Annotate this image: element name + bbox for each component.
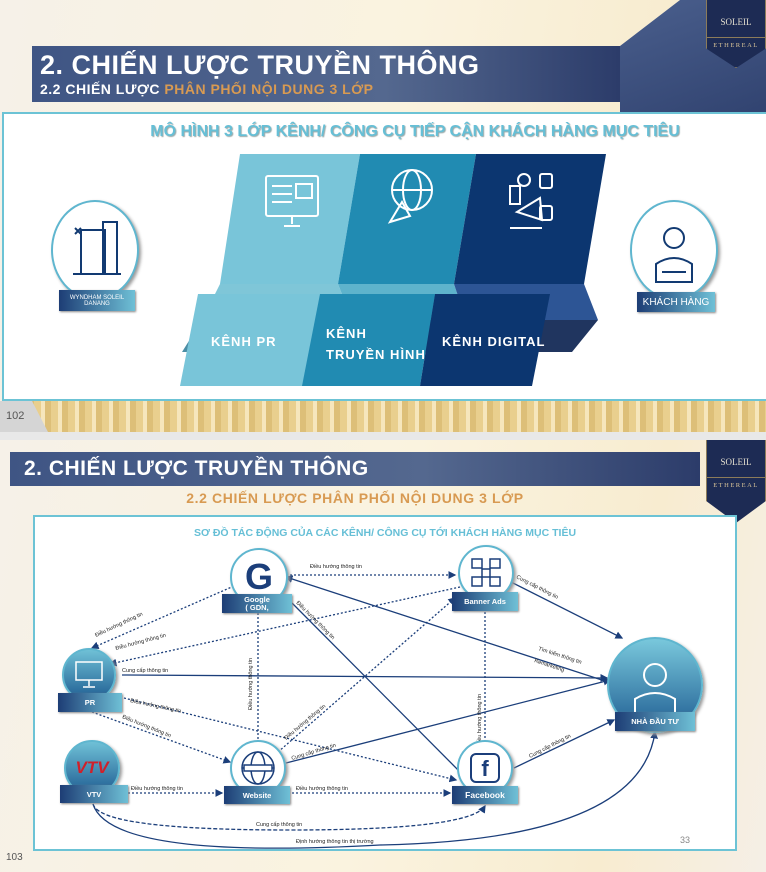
subtitle-prefix: 2.2 CHIẾN LƯỢC [40,81,161,97]
edge-vtv-investor [92,730,658,849]
edge-pr-investor [121,674,609,682]
edge-pr-facebook [123,697,458,783]
page-title: 2. CHIẾN LƯỢC TRUYỀN THÔNG [40,50,480,80]
node-website: Website [224,786,290,804]
panel-title: MÔ HÌNH 3 LỚP KÊNH/ CÔNG CỤ TIẾP CẬN KHÁ… [150,123,680,140]
google-label: Google [244,594,270,604]
label-facebook-investor: Cung cấp thông tin [528,733,572,759]
node-pr: PR [58,693,122,712]
label-website-banner: Điều hướng thông tin [283,704,327,742]
page-number: 103 [6,852,23,863]
edge-banner-investor [506,579,624,639]
channel-label-tv: KÊNH TRUYỀN HÌNH [326,323,426,365]
node-investor: NHÀ ĐẦU TƯ [615,712,695,731]
node-banner-ads: Banner Ads [452,592,518,611]
layer-tv-top [338,154,476,284]
label-banner-facebook: Điều hướng thông tin [477,694,483,746]
customer-icon [630,200,718,300]
social-media-icon [509,173,553,229]
customer-label: KHÁCH HÀNG [637,292,715,312]
node-facebook: Facebook [452,786,518,804]
label-google-banner: Điều hướng thông tin [310,564,362,570]
panel-title: SƠ ĐỒ TÁC ĐỘNG CỦA CÁC KÊNH/ CÔNG CỤ TỚI… [194,526,576,539]
node-google: Google( GDN, [222,594,292,613]
source-label-line1: WYNDHAM SOLEIL [69,294,125,301]
title-banner: 2. CHIẾN LƯỢC TRUYỀN THÔNG [10,452,700,486]
page-number: 102 [6,410,25,422]
label-google-pr: Điều hướng thông tin [94,611,144,638]
logo-name: SOLEIL [720,17,752,27]
edge-investor-google [284,575,609,683]
title-banner: 2. CHIẾN LƯỢC TRUYỀN THÔNG 2.2 CHIẾN LƯỢ… [32,46,620,102]
page-title: 2. CHIẾN LƯỢC TRUYỀN THÔNG [24,457,369,480]
channel-label-digital: KÊNH DIGITAL [442,334,546,349]
layer-digital-bottom [420,294,550,386]
label-vtv-facebook: Cung cấp thông tin [256,822,302,828]
content-panel: MÔ HÌNH 3 LỚP KÊNH/ CÔNG CỤ TIẾP CẬN KHÁ… [2,112,766,401]
logo-tagline: ETHEREAL [707,37,765,49]
label-vtv-website: Điều hướng thông tin [131,786,183,792]
label-vtv-investor: Định hướng thông tin thị trường [296,839,374,845]
label-website-facebook: Điều hướng thông tin [296,786,348,792]
edge-website-banner [277,597,456,753]
label-google-facebook: Điều hướng thông tin [295,600,336,641]
hotel-building-icon [51,200,139,300]
edges [90,571,658,849]
label-pr-investor: Cung cấp thông tin [122,668,168,674]
edge-vtv-facebook [92,803,486,831]
source-label-line2: DANANG [84,300,110,307]
slide-number: 33 [680,835,690,845]
page-subtitle: 2.2 CHIẾN LƯỢC PHÂN PHỐI NỘI DUNG 3 LỚP [40,81,374,97]
label-google-website: Điều hướng thông tin [248,658,254,710]
subtitle-accent: PHÂN PHỐI NỘI DUNG 3 LỚP [164,81,374,97]
layer-pr-bottom [180,294,320,386]
layer-tv-bottom [302,294,435,386]
three-layer-chevron [180,154,606,386]
node-vtv: VTV [60,785,128,803]
footer-glitter [0,401,766,432]
edge-google-facebook [291,602,471,783]
edge-website-investor [285,677,612,764]
label-banner-pr: Điều hướng thông tin [115,633,167,652]
banner-ads-icon [458,545,514,601]
channel-label-pr: KÊNH PR [211,334,277,349]
page-subtitle: 2.2 CHIẾN LƯỢC PHÂN PHỐI NỘI DUNG 3 LỚP [186,490,524,506]
slide-103: 2. CHIẾN LƯỢC TRUYỀN THÔNG 2.2 CHIẾN LƯỢ… [0,440,766,872]
logo-name: SOLEIL [720,457,752,467]
globe-megaphone-icon [387,169,433,224]
label-pr-website: Điều hướng thông tin [121,714,171,739]
layer-digital-top [454,154,606,284]
edge-google-pr [90,585,235,649]
logo-tagline: ETHEREAL [707,477,765,489]
label-investor-google-2: Remarketing [533,658,565,673]
edge-facebook-investor [513,719,616,769]
monitor-ad-icon [265,175,319,227]
layer-pr-top [220,154,360,284]
google-label-2: ( GDN, [245,602,269,612]
label-pr-facebook: Điều hướng thông tin [130,698,182,715]
channel-tv-line2: TRUYỀN HÌNH [326,347,426,362]
slide-102: 2. CHIẾN LƯỢC TRUYỀN THÔNG 2.2 CHIẾN LƯỢ… [0,0,766,432]
edge-pr-website [91,711,232,764]
channel-tv-line1: KÊNH [326,326,367,341]
impact-diagram: SƠ ĐỒ TÁC ĐỘNG CỦA CÁC KÊNH/ CÔNG CỤ TỚI… [90,526,690,849]
